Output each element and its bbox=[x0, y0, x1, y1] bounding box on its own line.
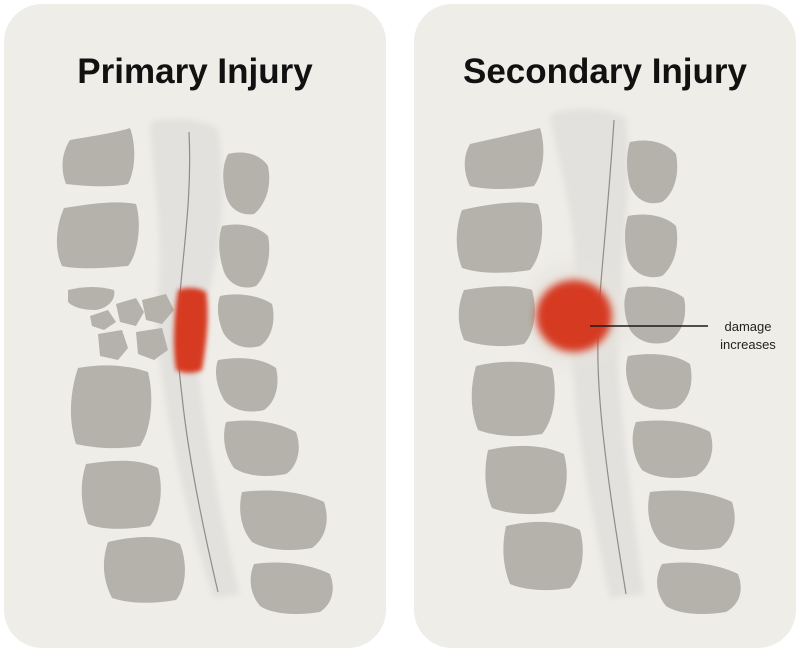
vertebra-process bbox=[224, 420, 299, 476]
vertebra bbox=[68, 287, 115, 310]
vertebra-process bbox=[624, 286, 686, 344]
vertebra-process bbox=[626, 354, 692, 410]
vertebra bbox=[62, 128, 135, 187]
vertebra-fragment bbox=[136, 328, 168, 360]
spinal-cord-line bbox=[597, 119, 627, 595]
vertebra bbox=[471, 361, 555, 437]
vertebra-fragment bbox=[116, 298, 144, 326]
vertebra-fragment bbox=[90, 310, 116, 330]
vertebra-process bbox=[217, 294, 274, 348]
vertebra-process bbox=[223, 152, 270, 215]
vertebra bbox=[70, 365, 152, 449]
annotation-label-damage: damage bbox=[725, 319, 772, 334]
annotation-label-increases: increases bbox=[720, 337, 776, 352]
secondary-injury-zone bbox=[536, 280, 612, 352]
vertebra-process bbox=[219, 224, 270, 288]
secondary-injury-title: Secondary Injury bbox=[463, 52, 747, 91]
vertebra-process bbox=[216, 358, 278, 412]
vertebra-process bbox=[625, 214, 678, 278]
secondary-injury-illustration: damage increases bbox=[456, 109, 776, 614]
vertebra bbox=[103, 537, 185, 603]
vertebra-process bbox=[240, 490, 327, 550]
vertebra bbox=[56, 202, 139, 269]
vertebra bbox=[81, 460, 161, 529]
vertebra bbox=[458, 286, 535, 347]
primary-injury-zone bbox=[173, 287, 208, 373]
primary-injury-illustration bbox=[56, 118, 333, 614]
vertebra-process bbox=[648, 490, 735, 550]
vertebra-process bbox=[627, 140, 678, 204]
vertebra bbox=[485, 445, 567, 515]
vertebra bbox=[464, 128, 544, 189]
primary-injury-panel: Primary Injury bbox=[4, 4, 386, 648]
vertebra-fragment bbox=[98, 330, 128, 360]
vertebra-process bbox=[657, 562, 741, 614]
primary-injury-title: Primary Injury bbox=[77, 52, 313, 91]
vertebra bbox=[503, 521, 583, 591]
vertebra bbox=[456, 202, 543, 273]
vertebra-process bbox=[632, 420, 713, 478]
secondary-injury-panel: Secondary Injury bbox=[414, 4, 796, 648]
vertebra-process bbox=[250, 562, 333, 614]
vertebra-fragment bbox=[142, 294, 174, 324]
